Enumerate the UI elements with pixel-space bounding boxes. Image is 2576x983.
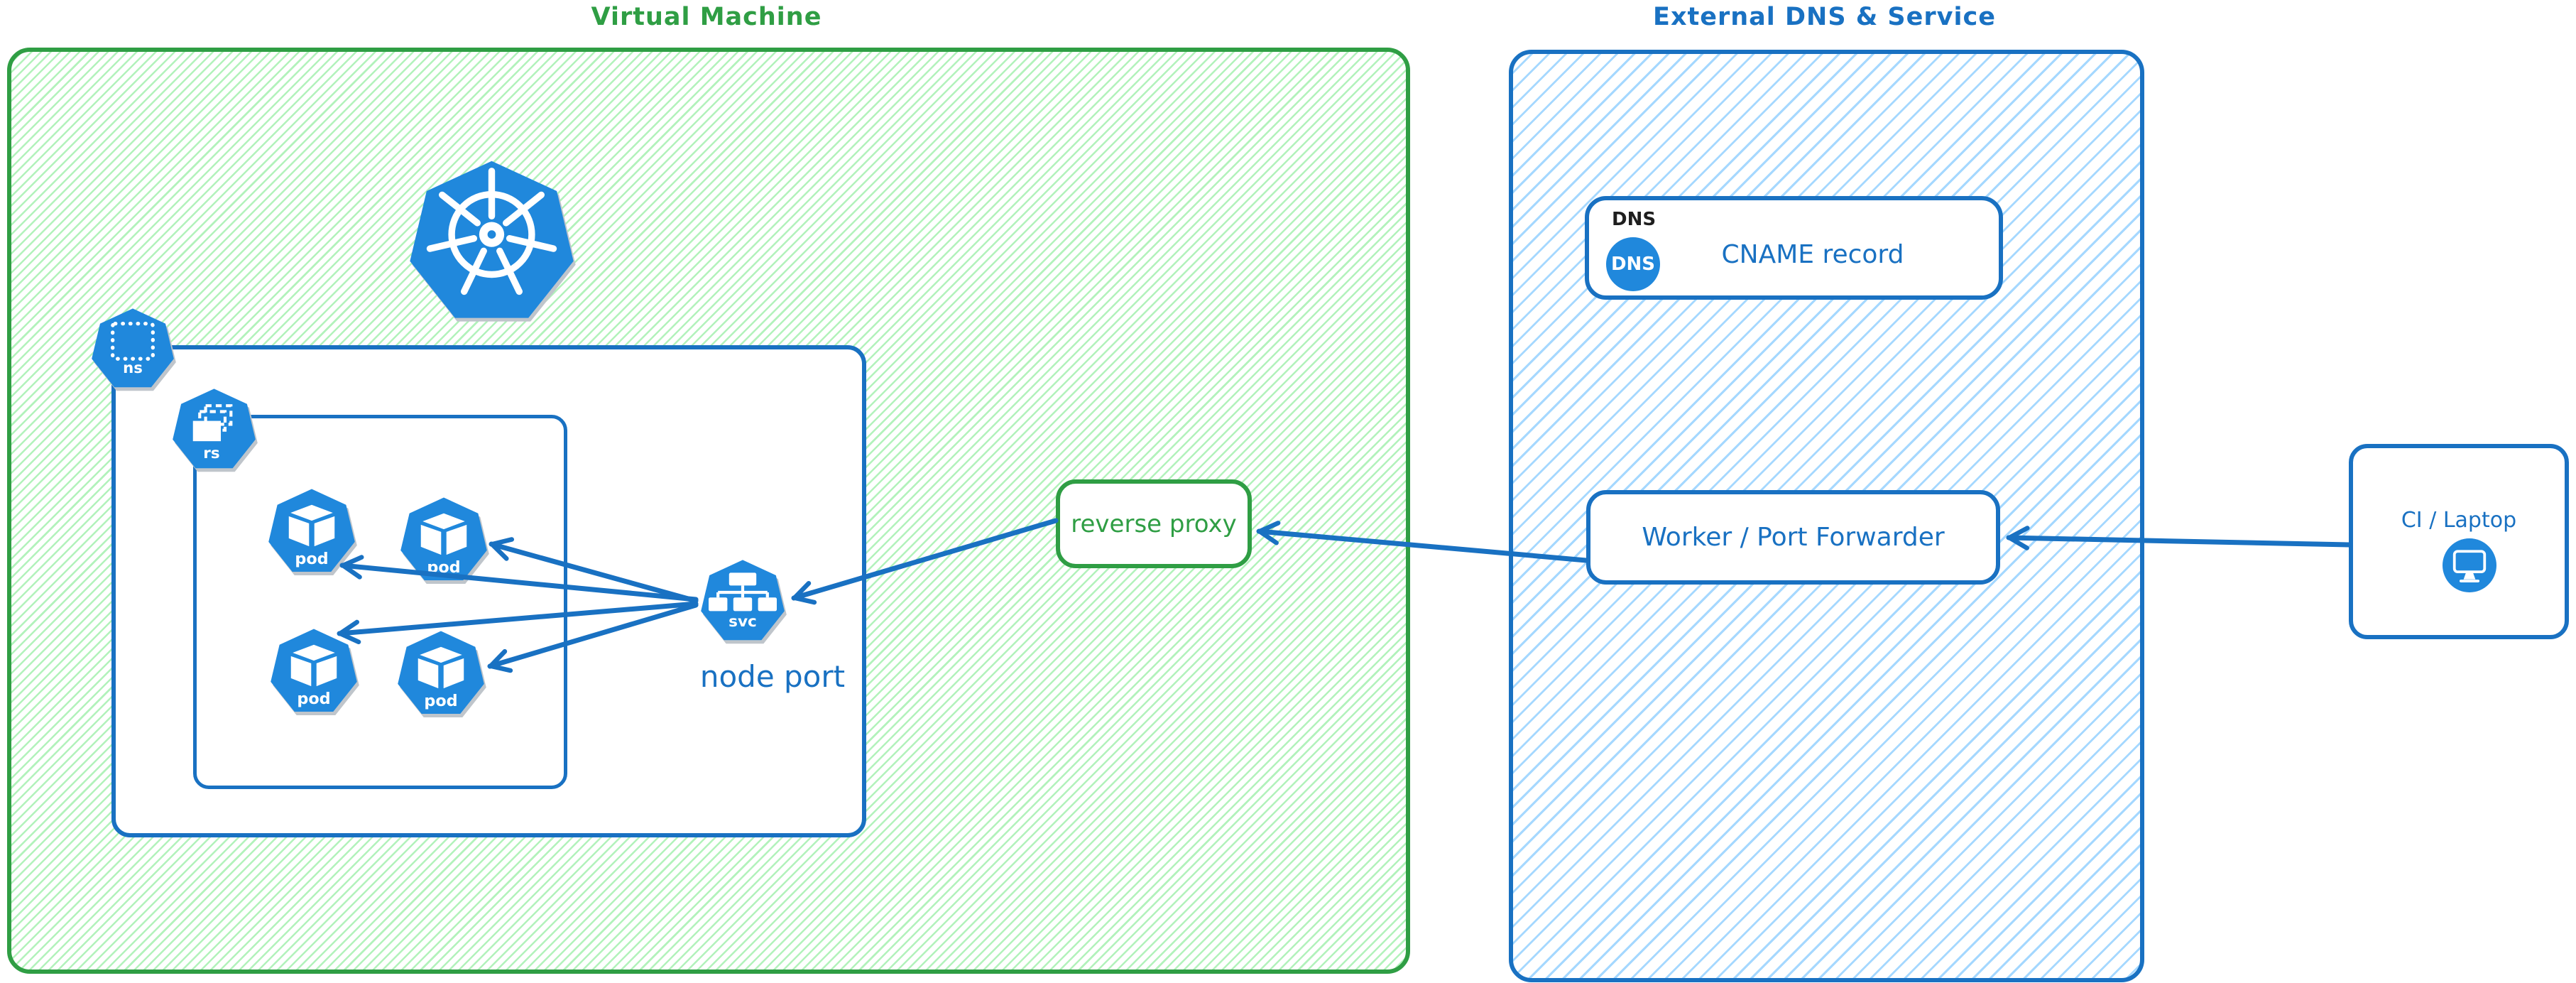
pod-icon-label: pod xyxy=(295,550,328,568)
pod-icon-label: pod xyxy=(424,692,457,710)
reverse-proxy-node: reverse proxy xyxy=(1056,479,1252,568)
namespace-icon: ns xyxy=(92,308,174,388)
vm-title: Virtual Machine xyxy=(591,3,822,31)
pod-icon: pod xyxy=(398,631,484,715)
worker-port-forwarder-node: Worker / Port Forwarder xyxy=(1586,490,2000,585)
replicaset-icon-label: rs xyxy=(203,445,219,462)
service-icon-label: svc xyxy=(728,613,757,631)
reverse-proxy-label: reverse proxy xyxy=(1071,509,1237,538)
dns-icon: DNS xyxy=(1606,237,1660,291)
dns-tag-label: DNS xyxy=(1612,209,1657,230)
pod-icon: pod xyxy=(271,629,357,712)
ci-laptop-node: CI / Laptop xyxy=(2349,444,2569,639)
node-port-label: node port xyxy=(699,659,846,694)
pod-icon: pod xyxy=(268,489,355,572)
pod-icon-label: pod xyxy=(297,690,330,708)
dns-record-node: DNS DNS CNAME record xyxy=(1585,196,2003,300)
monitor-icon xyxy=(2443,538,2496,592)
cname-record-label: CNAME record xyxy=(1721,240,1904,269)
kubernetes-logo-icon xyxy=(410,161,574,318)
external-title: External DNS & Service xyxy=(1653,3,1996,31)
pod-icon-label: pod xyxy=(427,558,460,577)
replicaset-icon: rs xyxy=(173,389,256,469)
namespace-icon-label: ns xyxy=(123,359,143,377)
service-icon: svc xyxy=(701,560,785,641)
worker-label: Worker / Port Forwarder xyxy=(1642,523,1945,552)
pod-icon: pod xyxy=(400,497,487,581)
ci-laptop-label: CI / Laptop xyxy=(2401,508,2517,533)
